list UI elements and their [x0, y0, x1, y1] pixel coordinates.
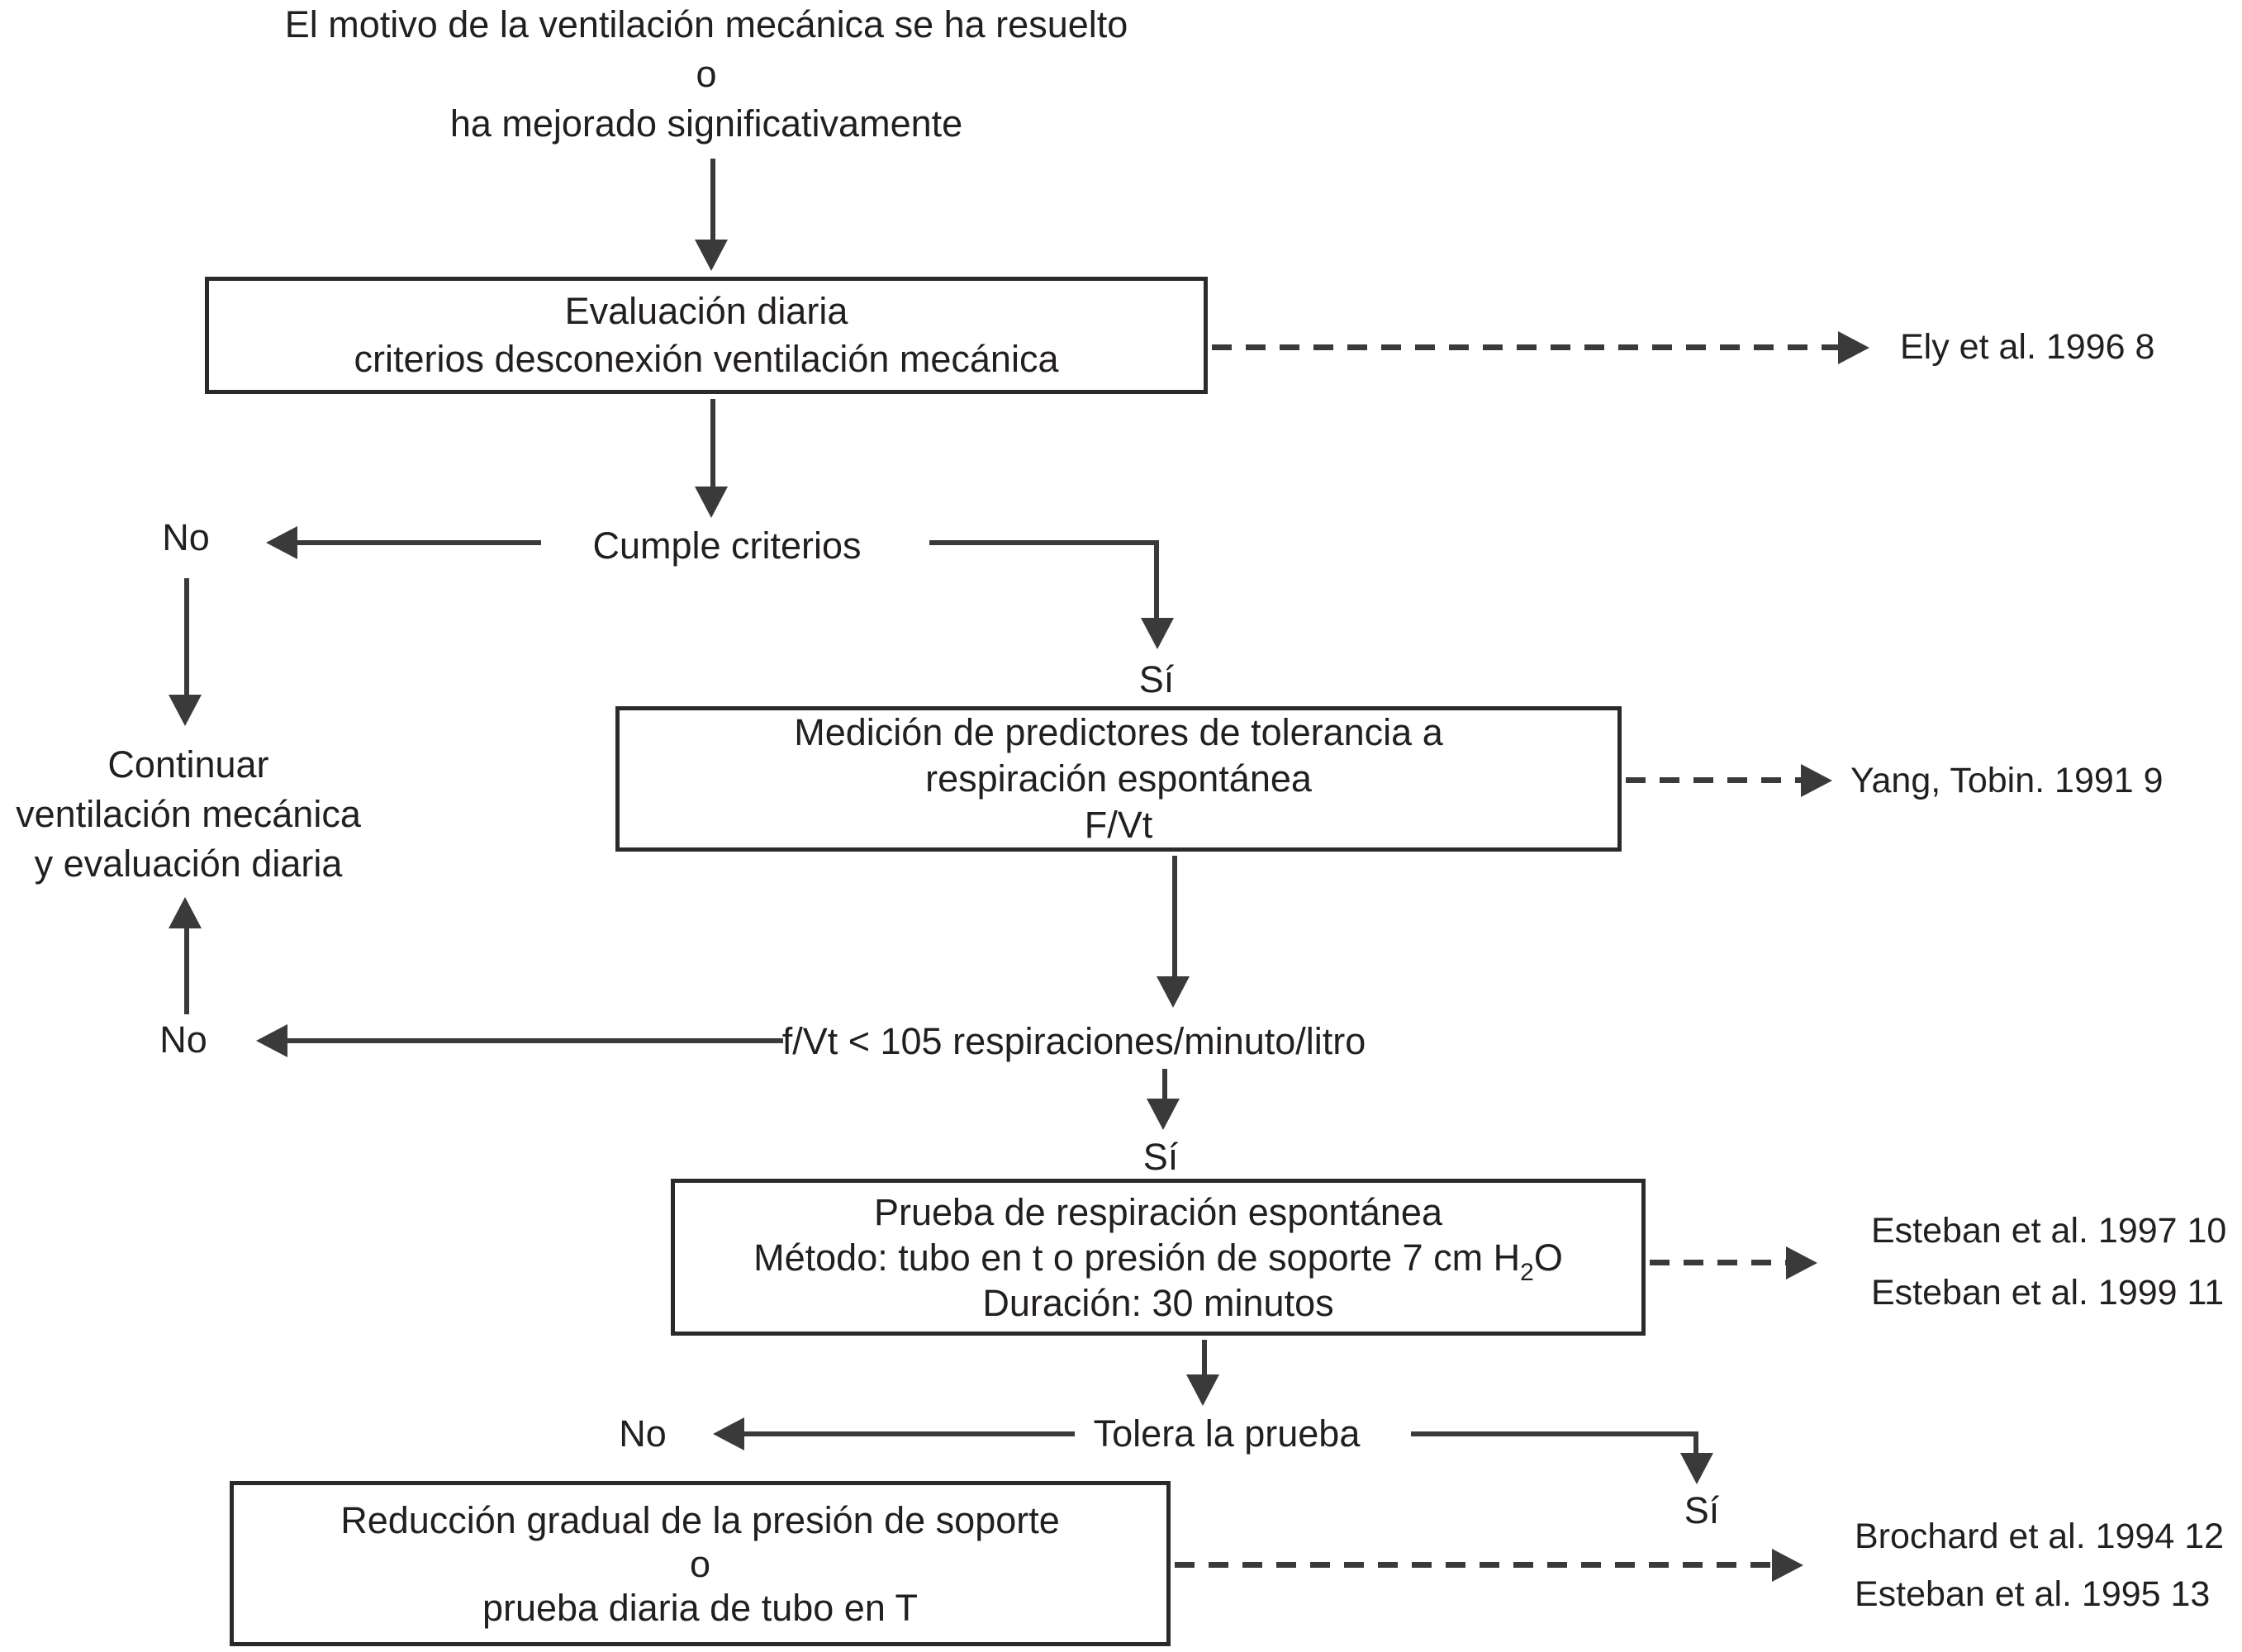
arrow-stem-tolera-to-no: [744, 1431, 1075, 1436]
arrow-stem-no2-to-continuar: [184, 927, 189, 1014]
evaluacion-line-1: Evaluación diaria: [564, 290, 848, 332]
arrow-stem-cumple-to-no: [297, 540, 541, 545]
arrowhead-right-icon: [1786, 1246, 1817, 1279]
arrowhead-down-icon: [169, 695, 202, 726]
dashed-arrow-to-ely: [1212, 344, 1838, 350]
reference-brochard-1994: Brochard et al. 1994 12: [1855, 1517, 2225, 1556]
dashed-arrow-to-yang: [1626, 777, 1801, 783]
flow-box-reduccion-gradual: Reducción gradual de la presión de sopor…: [230, 1481, 1171, 1646]
reduccion-line-1: Reducción gradual de la presión de sopor…: [340, 1498, 1060, 1541]
prueba-line-2: Método: tubo en t o presión de soporte 7…: [753, 1235, 1563, 1285]
flow-box-evaluacion-diaria: Evaluación diaria criterios desconexión …: [205, 277, 1208, 394]
arrowhead-down-icon: [1680, 1453, 1713, 1484]
flow-box-medicion-predictores: Medición de predictores de tolerancia a …: [615, 706, 1622, 852]
reduccion-line-2: o: [689, 1542, 711, 1585]
prueba-line-3: Duración: 30 minutos: [982, 1281, 1334, 1324]
reference-yang-1991: Yang, Tobin. 1991 9: [1850, 761, 2164, 800]
continuar-line-3: y evaluación diaria: [34, 843, 343, 885]
top-statement-line-1: El motivo de la ventilación mecánica se …: [284, 3, 1128, 45]
top-statement-line-2: o: [696, 53, 717, 95]
flow-box-prueba-respiracion: Prueba de respiración espontánea Método:…: [671, 1179, 1646, 1336]
top-statement: El motivo de la ventilación mecánica se …: [285, 0, 1128, 149]
label-si-tolera: Sí: [1684, 1489, 1720, 1531]
arrowhead-down-icon: [1157, 976, 1190, 1008]
continuar-block: Continuar ventilación mecánica y evaluac…: [16, 740, 361, 889]
arrowhead-left-icon: [256, 1024, 287, 1057]
arrow-stem-fvt-to-no: [287, 1038, 783, 1043]
arrow-stem-cumple-si-horizontal: [929, 540, 1159, 545]
arrow-stem-medicion-to-fvt: [1172, 856, 1177, 978]
arrowhead-down-icon: [695, 240, 728, 271]
arrowhead-down-icon: [695, 487, 728, 518]
label-no-fvt: No: [159, 1018, 207, 1061]
prueba-line-2-post: O: [1533, 1236, 1563, 1279]
arrow-stem-evaluacion-to-cumple: [710, 399, 715, 488]
prueba-line-2-subscript: 2: [1520, 1258, 1534, 1286]
label-no-tolera: No: [619, 1412, 667, 1455]
arrow-stem-tolera-si-horizontal: [1411, 1431, 1698, 1436]
arrowhead-right-icon: [1838, 331, 1869, 364]
reference-ely-1996: Ely et al. 1996 8: [1900, 327, 2155, 367]
reduccion-line-3: prueba diaria de tubo en T: [482, 1586, 919, 1629]
reference-esteban-1997: Esteban et al. 1997 10: [1871, 1211, 2227, 1251]
label-si-cumple: Sí: [1138, 658, 1175, 700]
reference-esteban-1995: Esteban et al. 1995 13: [1855, 1574, 2211, 1614]
label-si-fvt: Sí: [1142, 1136, 1179, 1178]
top-statement-line-3: ha mejorado significativamente: [449, 102, 963, 145]
label-no-cumple: No: [162, 516, 210, 558]
prueba-line-2-pre: Método: tubo en t o presión de soporte 7…: [753, 1236, 1521, 1279]
decision-fvt: f/Vt < 105 respiraciones/minuto/litro: [781, 1020, 1366, 1062]
arrowhead-down-icon: [1147, 1099, 1180, 1130]
arrow-stem-prueba-to-tolera: [1202, 1340, 1207, 1376]
arrowhead-right-icon: [1772, 1549, 1803, 1582]
medicion-line-3: F/Vt: [1084, 804, 1153, 846]
reference-esteban-1999: Esteban et al. 1999 11: [1871, 1273, 2225, 1313]
medicion-line-2: respiración espontánea: [925, 757, 1312, 800]
arrow-stem-cumple-si-vertical: [1154, 540, 1159, 620]
continuar-line-2: ventilación mecánica: [16, 793, 361, 835]
medicion-line-1: Medición de predictores de tolerancia a: [794, 711, 1443, 753]
arrowhead-right-icon: [1801, 764, 1832, 797]
arrowhead-up-icon: [169, 897, 202, 928]
arrowhead-down-icon: [1186, 1374, 1219, 1406]
decision-cumple-criterios: Cumple criterios: [592, 525, 862, 567]
arrow-stem-no-to-continuar: [184, 578, 189, 696]
continuar-line-1: Continuar: [107, 743, 269, 786]
arrowhead-left-icon: [713, 1417, 744, 1450]
prueba-line-1: Prueba de respiración espontánea: [874, 1190, 1442, 1233]
arrow-stem-fvt-to-si: [1162, 1069, 1167, 1100]
arrow-stem-tolera-si-vertical: [1693, 1431, 1698, 1455]
arrow-stem-top-to-evaluacion: [710, 159, 715, 241]
dashed-arrow-to-esteban: [1650, 1260, 1786, 1265]
arrowhead-down-icon: [1141, 618, 1174, 649]
arrowhead-left-icon: [266, 526, 297, 559]
decision-tolera: Tolera la prueba: [1093, 1412, 1361, 1455]
evaluacion-line-2: criterios desconexión ventilación mecáni…: [354, 338, 1059, 380]
dashed-arrow-to-brochard: [1175, 1562, 1772, 1568]
